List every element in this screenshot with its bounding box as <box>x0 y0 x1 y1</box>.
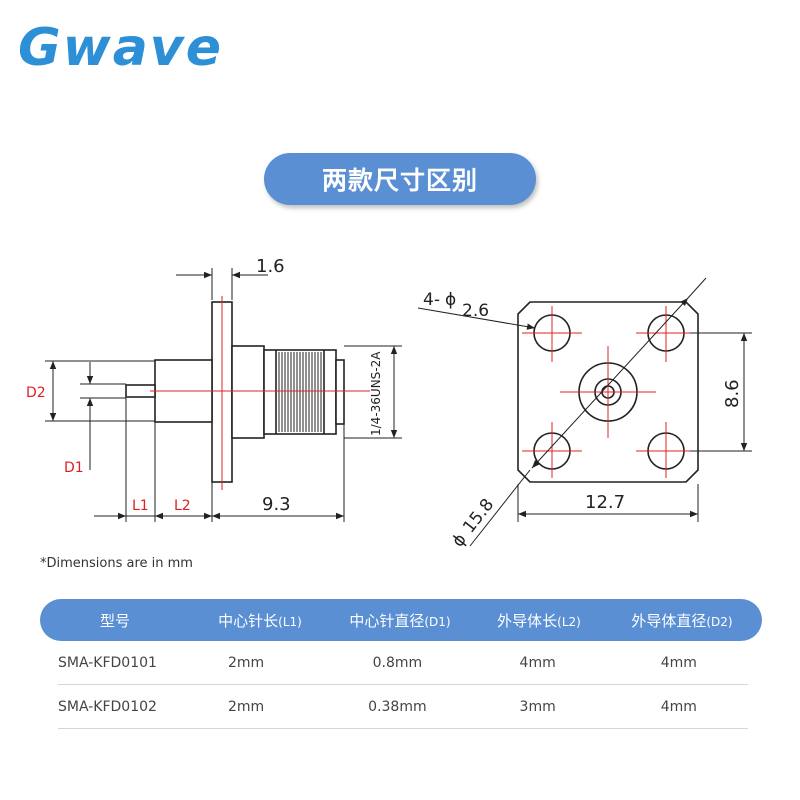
cell-outer-diameter: 4mm <box>660 698 697 715</box>
dim-length-label: 9.3 <box>262 494 291 515</box>
cell-pin-length: 2mm <box>227 654 265 671</box>
holes-count-label: 4- <box>423 290 440 310</box>
label-l2: L2 <box>174 498 191 514</box>
header-outer-diameter: 外导体直径(D2) <box>631 611 733 630</box>
technical-drawing: 1.6 1/4-36UNS-2A D2 D1 L1 L2 9.3 <box>26 256 752 551</box>
header-model: 型号 <box>99 611 130 630</box>
cell-pin-diameter: 0.38mm <box>368 698 427 715</box>
units-note: *Dimensions are in mm <box>40 556 193 571</box>
cell-outer-length: 3mm <box>519 698 556 715</box>
table-row: SMA-KFD0102 2mm 0.38mm 3mm 4mm <box>58 685 748 729</box>
table-header: 型号 中心针长(L1) 中心针直径(D1) 外导体长(L2) 外导体直径(D2) <box>40 599 762 641</box>
brand-logo: Gwave <box>18 18 223 78</box>
cell-outer-length: 4mm <box>519 654 556 671</box>
section-title: 两款尺寸区别 <box>264 153 536 205</box>
cell-model: SMA-KFD0102 <box>58 698 157 715</box>
hole-dia-label: 2.6 <box>462 301 489 321</box>
cell-model: SMA-KFD0101 <box>58 654 157 671</box>
cell-pin-diameter: 0.8mm <box>372 654 423 671</box>
label-l1: L1 <box>132 498 149 514</box>
spec-table: 型号 中心针长(L1) 中心针直径(D1) 外导体长(L2) 外导体直径(D2)… <box>40 599 762 729</box>
dia-symbol-top: ϕ <box>445 290 456 310</box>
header-outer-length: 外导体长(L2) <box>497 611 581 630</box>
dim-width-label: 12.7 <box>585 492 625 513</box>
dim-height-label: 8.6 <box>722 379 743 408</box>
thread-label: 1/4-36UNS-2A <box>369 351 383 436</box>
side-view <box>125 301 345 483</box>
label-d2: D2 <box>26 385 46 401</box>
diagonal-label: 15.8 <box>459 495 498 537</box>
table-row: SMA-KFD0101 2mm 0.8mm 4mm 4mm <box>58 641 748 685</box>
dia-symbol-diag: ϕ <box>448 530 471 551</box>
label-d1: D1 <box>64 460 84 476</box>
header-pin-diameter: 中心针直径(D1) <box>349 611 451 630</box>
cell-pin-length: 2mm <box>227 698 265 715</box>
cell-outer-diameter: 4mm <box>660 654 697 671</box>
header-pin-length: 中心针长(L1) <box>218 611 302 630</box>
dim-flange-label: 1.6 <box>256 256 285 277</box>
